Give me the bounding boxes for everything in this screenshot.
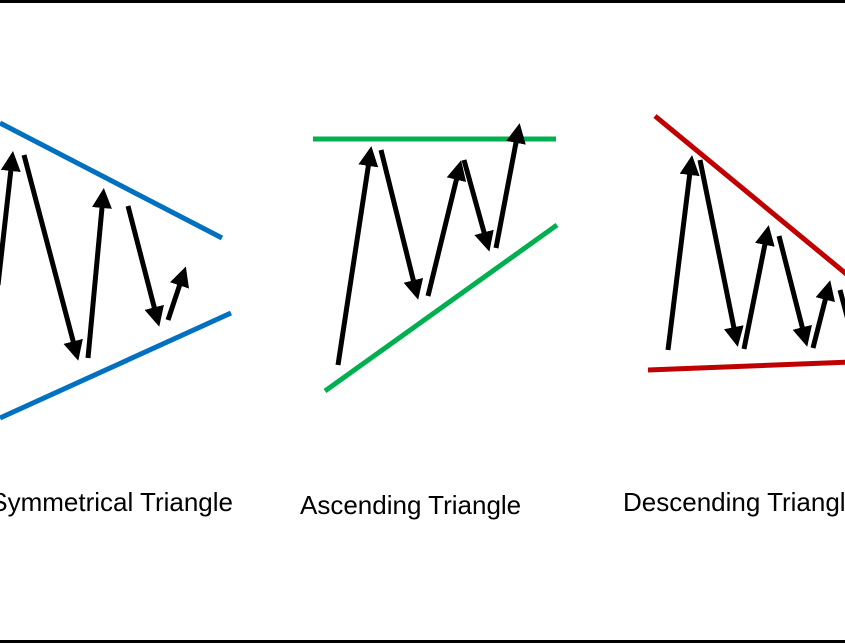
bottom-border <box>0 640 845 643</box>
arrow-up <box>165 266 190 321</box>
descending-triangle-label: Descending Triangle <box>623 487 845 517</box>
arrow-down <box>697 159 744 347</box>
resistance-line <box>0 120 224 241</box>
support-line <box>323 222 559 394</box>
arrow-down <box>21 154 83 361</box>
symmetrical-triangle <box>0 120 233 421</box>
arrow-up <box>493 123 526 249</box>
arrow-down <box>125 205 164 327</box>
ascending-triangle-label: Ascending Triangle <box>300 490 522 520</box>
arrow-up <box>665 155 700 351</box>
arrow-up <box>335 146 379 366</box>
arrow-down <box>837 289 845 319</box>
ascending-triangle <box>313 123 559 394</box>
arrow-up <box>85 188 112 359</box>
arrow-up <box>425 160 467 297</box>
arrow-down <box>461 159 494 252</box>
arrow-down <box>776 235 812 347</box>
descending-triangle <box>647 114 845 373</box>
arrow-up <box>810 280 835 349</box>
arrow-down <box>378 149 424 300</box>
resistance-line <box>653 114 845 277</box>
price-arrows <box>335 123 526 366</box>
arrow-up <box>741 225 775 350</box>
support-line <box>0 310 233 421</box>
price-arrows <box>665 155 845 351</box>
arrow-up <box>0 151 21 286</box>
support-line <box>647 359 845 373</box>
symmetrical-triangle-label: Symmetrical Triangle <box>0 487 233 517</box>
top-border <box>0 0 845 3</box>
price-arrows <box>0 151 190 361</box>
